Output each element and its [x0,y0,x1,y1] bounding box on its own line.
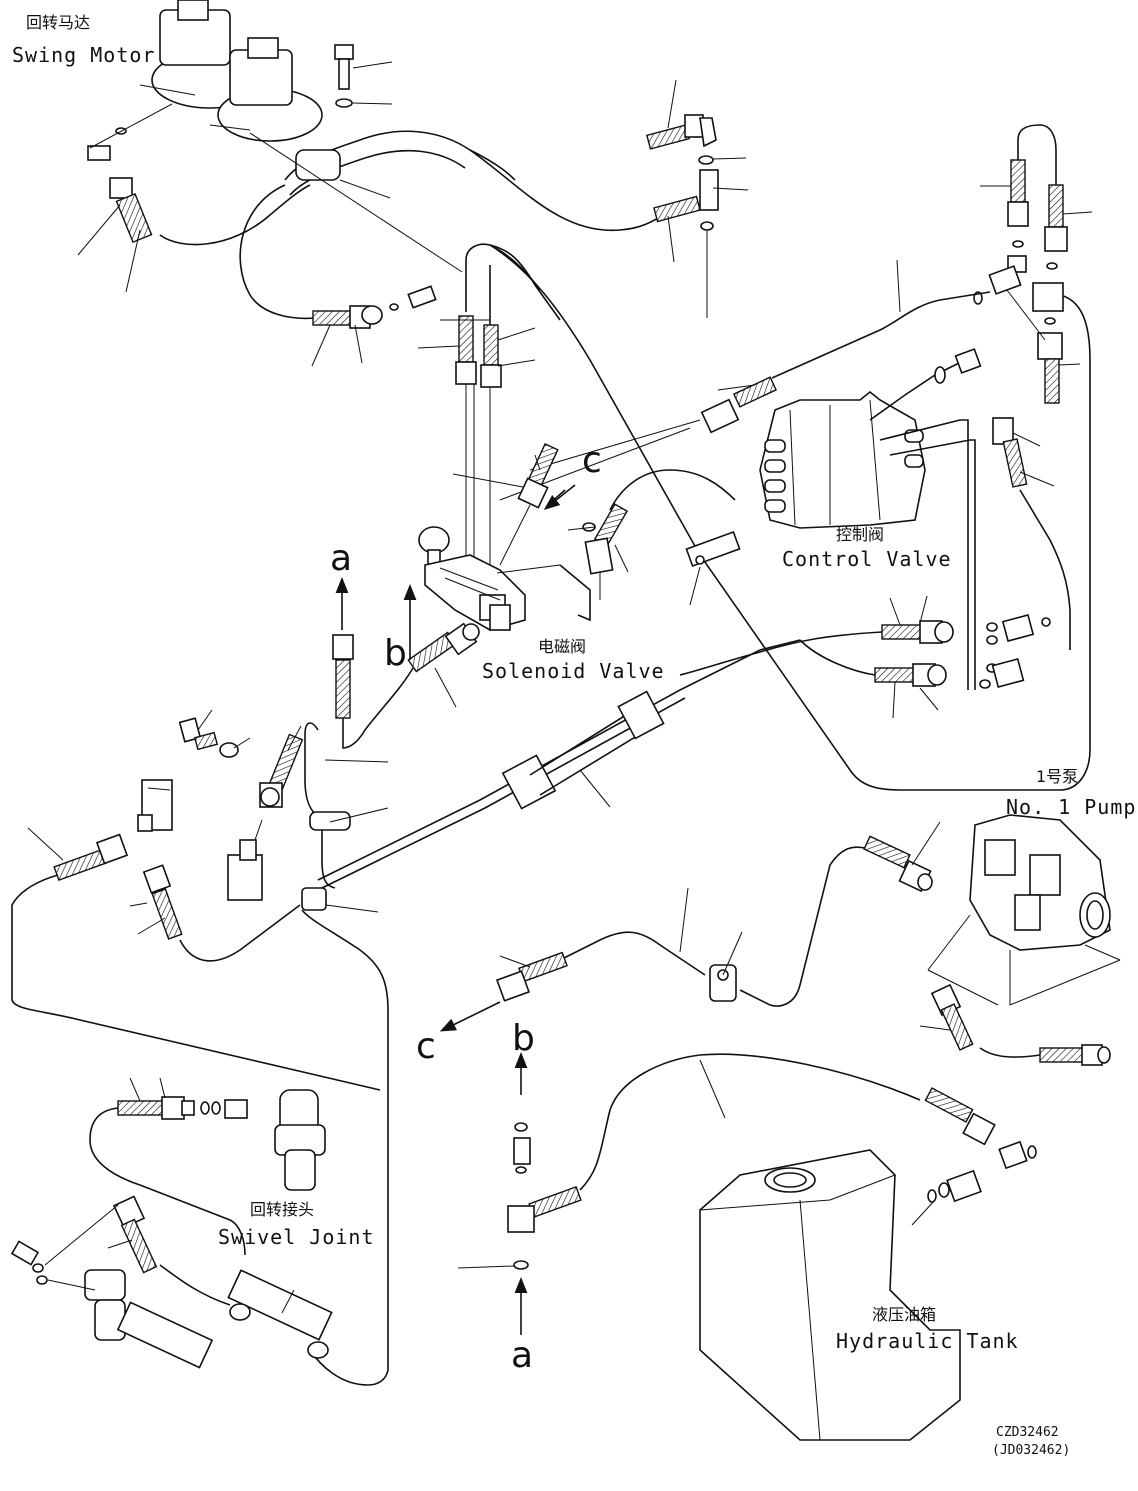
drawing-code-secondary: (JD032462) [992,1443,1070,1458]
left-sensor-assembly [11,709,389,1386]
swing-motor-label-cn: 回转马达 [26,13,90,32]
ref-b-upper: b [384,633,407,674]
pump-label-cn: 1号泵 [1036,767,1078,786]
swing-motor-left-hose [77,103,311,293]
lower-middle-hose [495,887,743,1002]
drawing-code: CZD32462 [996,1425,1059,1440]
center-vertical-pipes [417,243,561,565]
ref-b-lower: b [512,1018,535,1059]
tank-hose [457,1053,1037,1270]
ref-a-upper: a [330,538,352,579]
swivel-joint-drawing [10,1077,333,1369]
solenoid-valve-drawing [418,319,591,631]
control-valve-top-right-hoses [973,124,1093,404]
solenoid-top-fittings [452,442,736,600]
swing-motor-label: Swing Motor [12,43,155,67]
pump-drawing [927,814,1121,1006]
swing-motor-drawing [139,0,323,142]
bolt-washer-top [334,44,393,108]
hydraulic-tank-label: Hydraulic Tank [836,1329,1019,1353]
hydraulic-tank-drawing [699,1149,961,1441]
solenoid-valve-label-cn: 电磁阀 [538,637,586,656]
pump-hoses [739,821,1111,1066]
reference-arrows [335,484,576,1335]
swing-motor-loop-hose [239,132,463,367]
solenoid-output-hose [332,622,480,749]
ref-c-upper: c [582,440,602,481]
pipe-clamp-mid-right [685,530,741,606]
main-diagonal-pipe [301,639,801,913]
control-valve-label-cn: 控制阀 [836,525,884,544]
ref-a-lower: a [511,1335,533,1376]
long-return-pipe [489,244,1091,791]
ref-c-lower: c [416,1026,436,1067]
hydraulic-tank-label-cn: 液压油箱 [872,1305,936,1324]
pump-label: No. 1 Pump [1006,795,1136,819]
control-valve-side-hoses [679,417,1071,719]
swing-hose-wrapped [284,130,691,232]
swivel-joint-label-cn: 回转接头 [250,1200,314,1219]
control-valve-body [759,348,982,690]
solenoid-valve-label: Solenoid Valve [482,659,665,683]
control-valve-label: Control Valve [782,547,952,571]
swivel-joint-label: Swivel Joint [218,1225,375,1249]
elbow-fitting-top [646,79,749,318]
